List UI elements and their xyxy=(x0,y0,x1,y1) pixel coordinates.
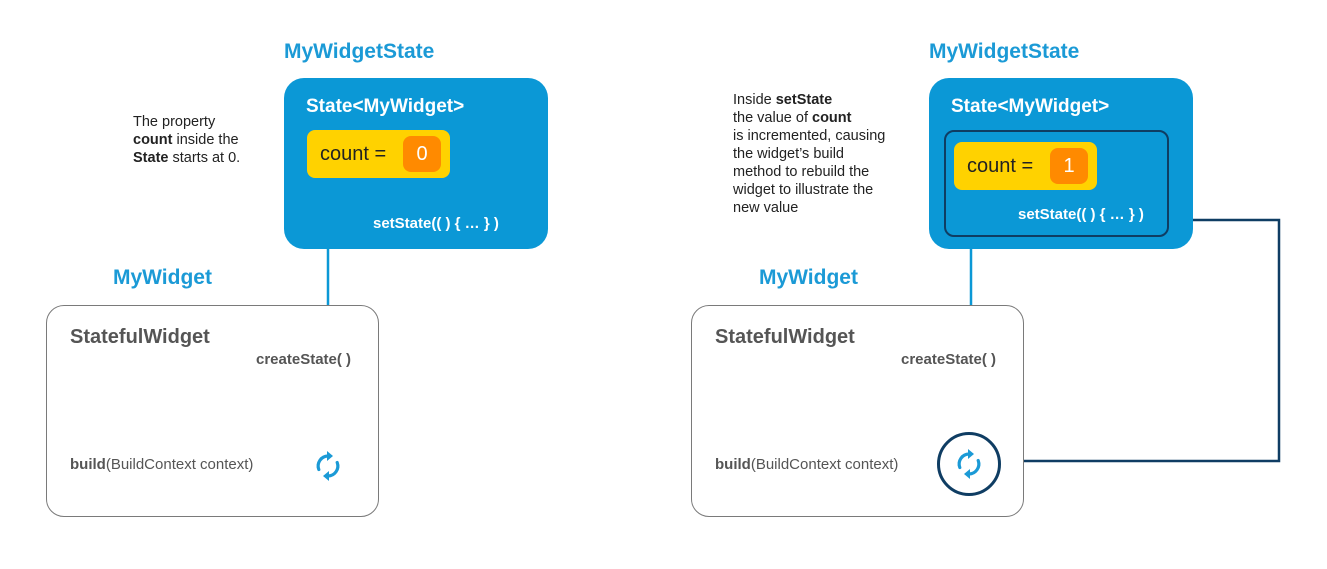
note-line: the value of count xyxy=(733,109,923,127)
right-create-state: createState( ) xyxy=(901,351,997,368)
note-line: new value xyxy=(733,199,923,217)
right-refresh-icon xyxy=(957,449,981,479)
rebuild-feedback-line xyxy=(1004,218,1281,463)
left-widget-class: StatefulWidget xyxy=(70,326,210,348)
note-line: State starts at 0. xyxy=(133,149,283,167)
left-count-value: 0 xyxy=(403,136,441,172)
right-state-box: State<MyWidget> count = 1 setState(( ) {… xyxy=(929,78,1193,249)
note-text: inside the xyxy=(172,132,239,148)
note-text: is incremented, causing xyxy=(733,128,886,144)
left-set-state: setState(( ) { … } ) xyxy=(373,215,499,232)
note-text: Inside xyxy=(733,92,776,108)
right-state-highlight xyxy=(944,130,1169,237)
note-line: The property xyxy=(133,113,283,131)
right-refresh-ring xyxy=(937,432,1001,496)
note-text: starts at 0. xyxy=(168,150,241,166)
left-state-box: State<MyWidget> count = 0 setState(( ) {… xyxy=(284,78,548,249)
right-widget-class: StatefulWidget xyxy=(715,326,855,348)
right-widget-box: StatefulWidget createState( ) build(Buil… xyxy=(691,305,1024,517)
left-widget-title: MyWidget xyxy=(113,266,212,289)
note-text: The property xyxy=(133,114,216,130)
note-bold-text: count xyxy=(133,132,173,148)
note-text: method to rebuild the xyxy=(733,164,870,180)
left-count-pill: count = 0 xyxy=(307,130,450,178)
left-create-state: createState( ) xyxy=(256,351,352,368)
right-count-value: 1 xyxy=(1050,148,1088,184)
right-widget-title: MyWidget xyxy=(759,266,858,289)
note-bold-text: count xyxy=(812,110,852,126)
left-build-rest: (BuildContext context) xyxy=(105,456,254,473)
right-build-bold: build xyxy=(715,456,751,473)
note-line: method to rebuild the xyxy=(733,163,923,181)
note-text: new value xyxy=(733,200,799,216)
left-count-label: count = xyxy=(320,143,387,165)
right-state-title: MyWidgetState xyxy=(929,40,1080,63)
right-count-pill: count = 1 xyxy=(954,142,1097,190)
right-build-rest: (BuildContext context) xyxy=(750,456,899,473)
note-text: widget to illustrate the xyxy=(733,182,874,198)
left-state-label: State<MyWidget> xyxy=(306,96,465,117)
note-line: widget to illustrate the xyxy=(733,181,923,199)
left-refresh-icon xyxy=(316,451,340,481)
note-bold-text: setState xyxy=(775,92,833,108)
right-state-label: State<MyWidget> xyxy=(951,96,1110,117)
right-count-label: count = xyxy=(967,155,1034,177)
left-state-title: MyWidgetState xyxy=(284,40,435,63)
left-widget-box: StatefulWidget createState( ) build(Buil… xyxy=(46,305,379,517)
note-text: the value of xyxy=(733,110,812,126)
left-build-method: build(BuildContext context) xyxy=(70,456,253,473)
note-line: the widget’s build xyxy=(733,145,923,163)
right-set-state: setState(( ) { … } ) xyxy=(1018,206,1144,223)
note-line: is incremented, causing xyxy=(733,127,923,145)
note-bold-text: State xyxy=(133,150,169,166)
right-build-method: build(BuildContext context) xyxy=(715,456,898,473)
note-line: count inside the xyxy=(133,131,283,149)
note-text: the widget’s build xyxy=(733,146,844,162)
left-build-bold: build xyxy=(70,456,106,473)
note-line: Inside setState xyxy=(733,91,923,109)
